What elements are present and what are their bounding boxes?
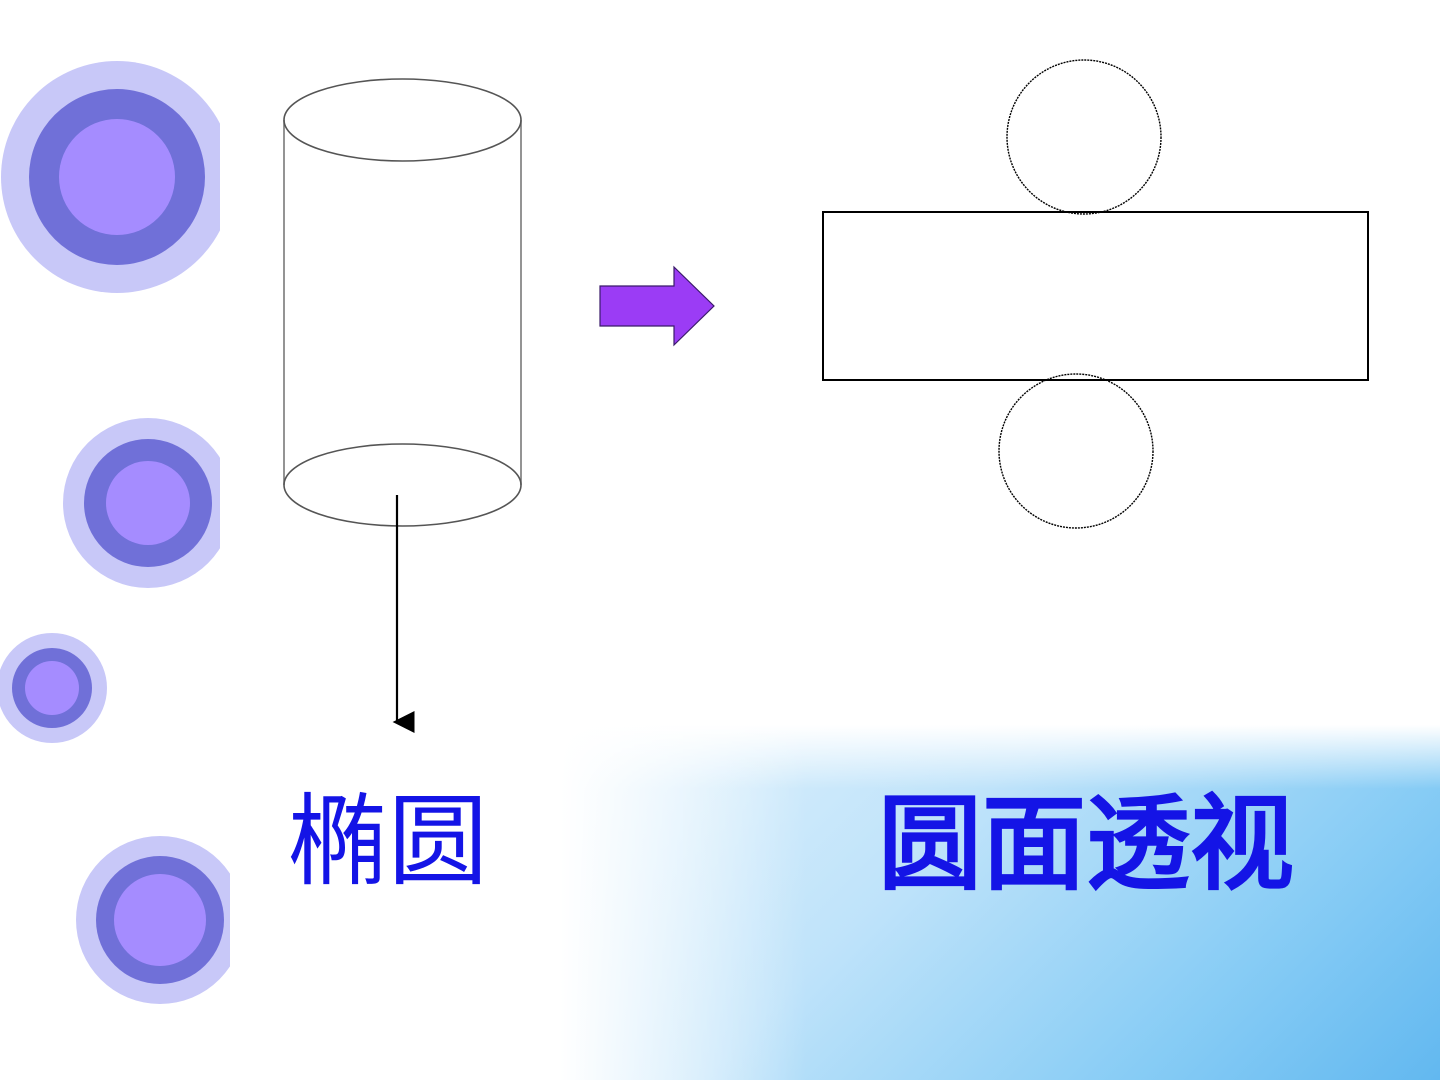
net-rectangle bbox=[822, 211, 1369, 381]
concentric-circle-icon bbox=[76, 836, 230, 1004]
net-top-circle bbox=[1006, 59, 1162, 215]
cylinder-bottom-ellipse bbox=[283, 443, 522, 527]
cylinder bbox=[283, 78, 522, 527]
decorative-circles bbox=[0, 61, 230, 1004]
net-bottom-circle bbox=[998, 373, 1154, 529]
concentric-circle-icon bbox=[1, 61, 220, 293]
right-arrow-icon bbox=[599, 265, 715, 347]
ellipse-label: 椭圆 bbox=[288, 783, 488, 900]
cylinder-top-ellipse bbox=[283, 78, 522, 162]
background-gradient-panel bbox=[560, 725, 1440, 1080]
cylinder-net bbox=[822, 59, 1369, 529]
concentric-circle-icon bbox=[0, 633, 107, 743]
concentric-circle-icon bbox=[63, 418, 220, 588]
page-title: 圆面透视 bbox=[878, 782, 1295, 905]
